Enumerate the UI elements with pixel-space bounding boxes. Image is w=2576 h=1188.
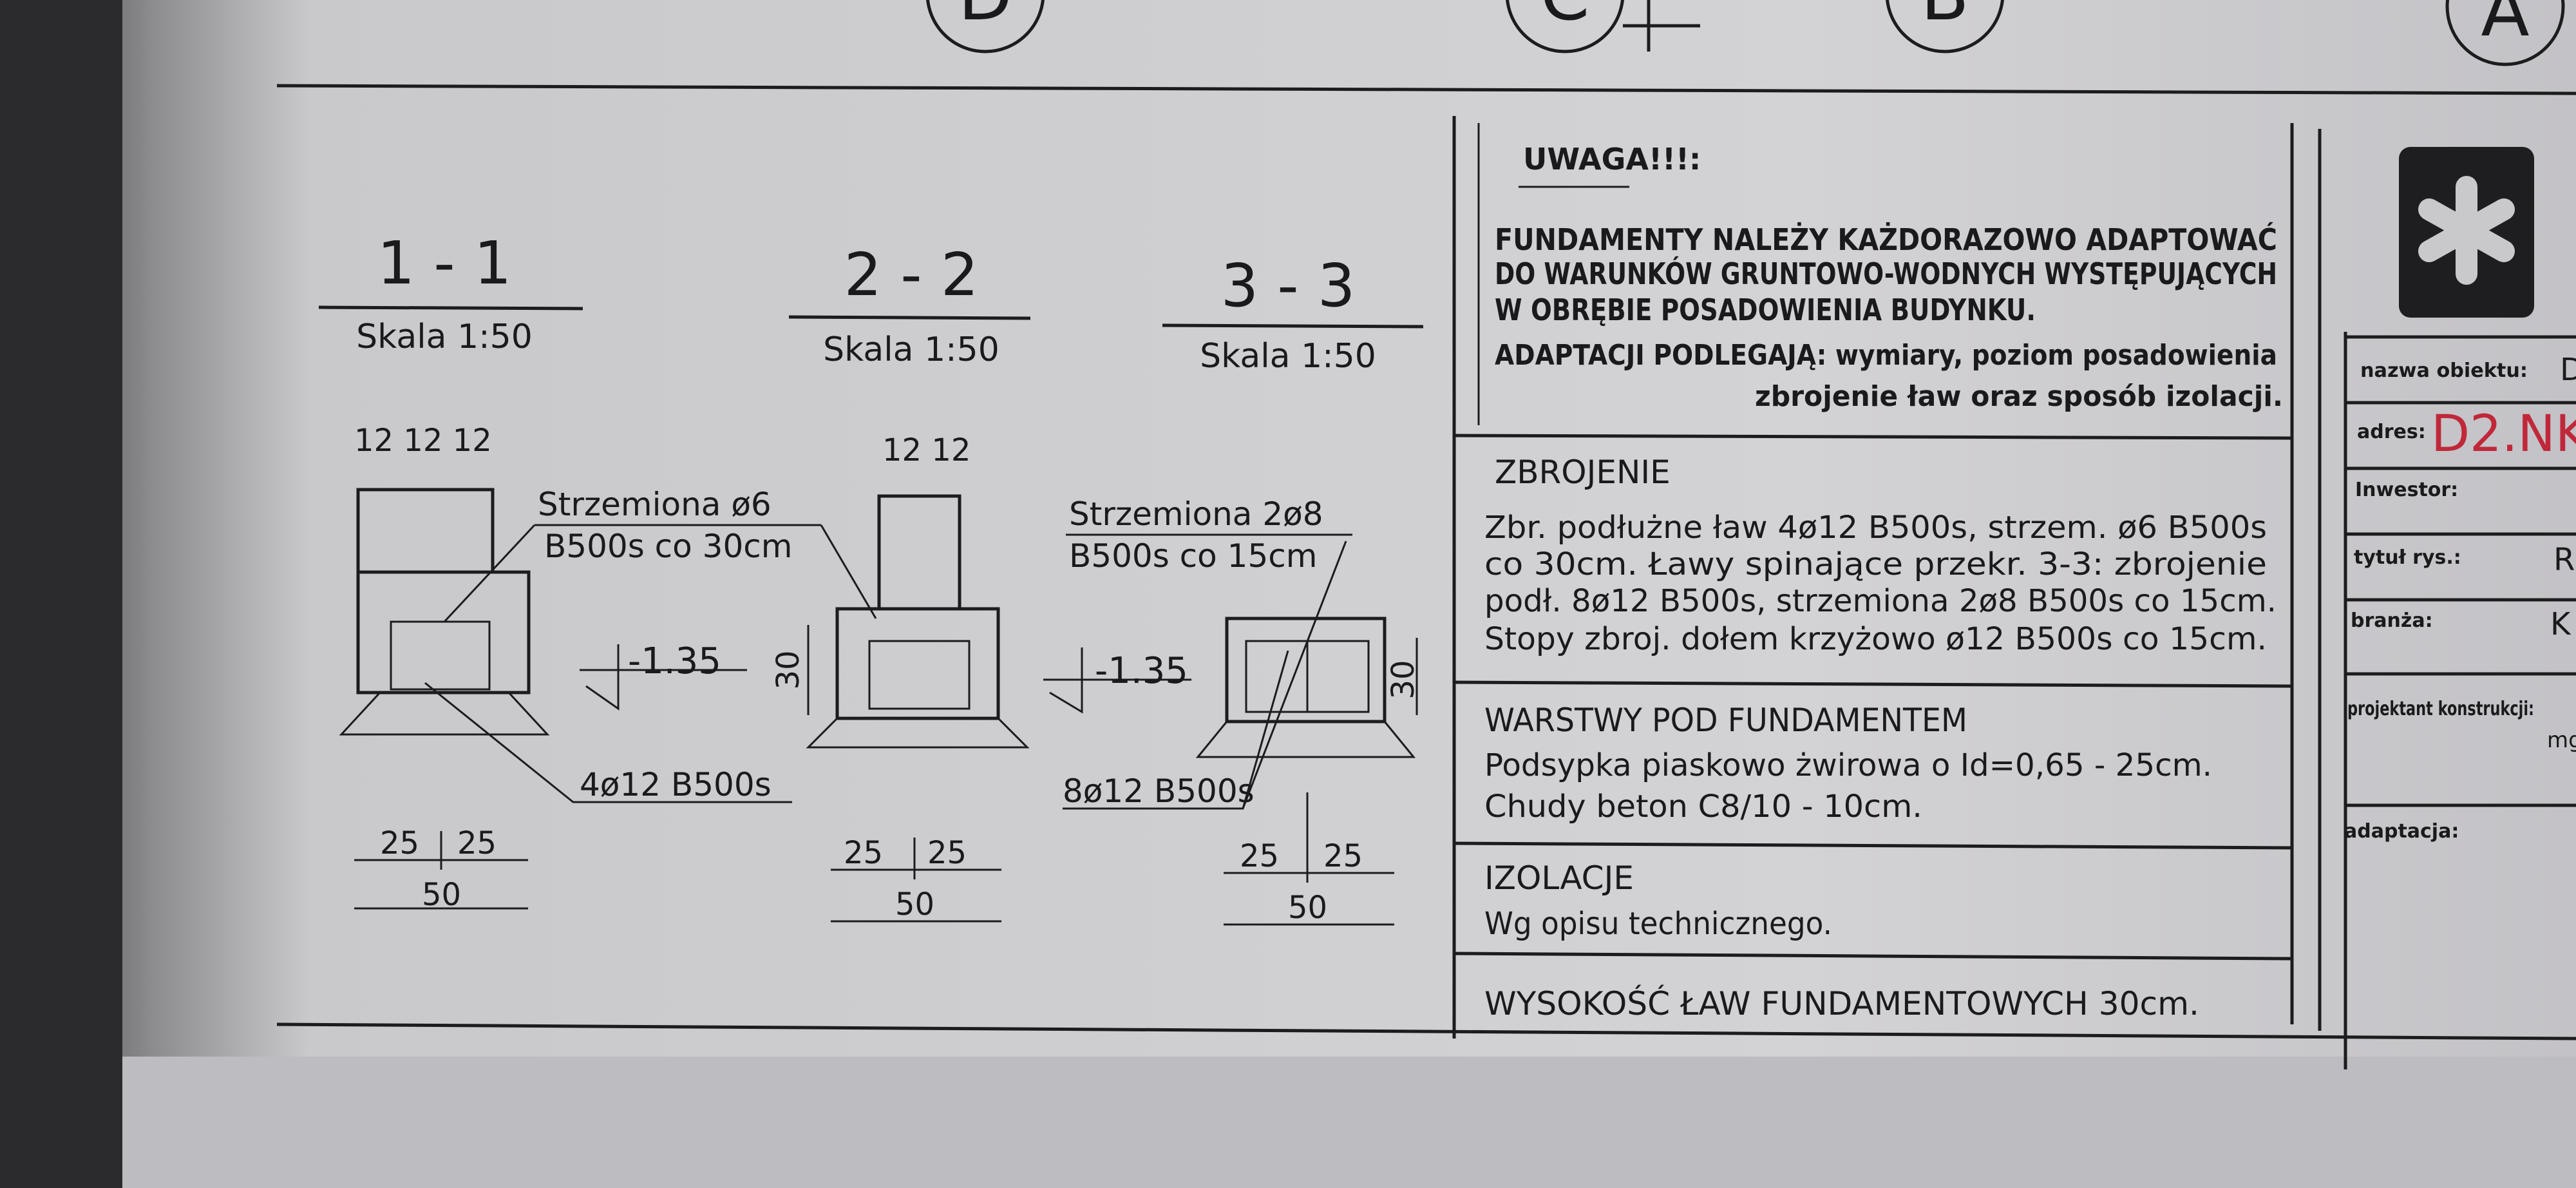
stirrups-label: Strzemiona 2ø8: [1069, 495, 1323, 533]
label-adaptacja: adaptacja:: [2344, 820, 2459, 843]
dim-right: 25: [1323, 838, 1363, 874]
izolacje-heading: IZOLACJE: [1484, 859, 1634, 897]
frame-bottom-line: [276, 1022, 2576, 1040]
dim-total: 50: [1288, 890, 1327, 926]
note-line: Wg opisu technicznego.: [1484, 906, 1832, 942]
top-dimension: 12 12 12: [354, 423, 492, 459]
axis-bubble-c: [1506, 0, 1624, 53]
dim-total: 50: [895, 886, 934, 923]
lean-concrete: [806, 717, 1030, 749]
top-dimension: 12 12: [882, 432, 971, 468]
axis-label-c: C: [1540, 0, 1590, 36]
label-branza: branża:: [2351, 609, 2433, 632]
level-mark: -1.35: [628, 640, 721, 682]
rebar-cage: [1245, 640, 1370, 713]
lean-concrete: [339, 691, 550, 736]
frame-top-line: [276, 84, 2576, 95]
section-scale: Skala 1:50: [356, 318, 533, 356]
rebar-cage: [390, 620, 491, 691]
dim-left: 25: [1240, 838, 1279, 874]
section-title: 2 - 2: [844, 240, 979, 309]
stirrups-label: Strzemiona ø6: [538, 486, 772, 523]
label-inwestor: Inwestor:: [2355, 479, 2458, 501]
note-line: Podsypka piaskowo żwirowa o Id=0,65 - 25…: [1484, 747, 2212, 783]
dim-left: 25: [844, 835, 883, 871]
section-2-2: 2 - 2 Skala 1:50 12 12 30 25 25 50: [770, 240, 1031, 923]
zbrojenie-heading: ZBROJENIE: [1495, 454, 1671, 491]
section-1-1: 1 - 1 Skala 1:50 12 12 12 Strzemiona ø6 …: [318, 229, 877, 913]
notes-table: UWAGA!!!: FUNDAMENTY NALEŻY KAŻDORAZOWO …: [1452, 116, 2294, 1039]
screen-bezel: [0, 0, 122, 1188]
value-adres-handwritten: D2.NK: [2431, 405, 2576, 463]
value-projektant: mg nr: [2547, 727, 2576, 753]
warstwy-heading: WARSTWY POD FUNDAMENTEM: [1484, 702, 1967, 739]
axis-cross-icon: [1623, 0, 1700, 52]
axis-label-a: A: [2481, 0, 2529, 52]
dim-right: 25: [457, 825, 497, 861]
asterisk-glyph: [2418, 176, 2515, 285]
height-dim: 30: [1385, 660, 1421, 699]
note-line: Chudy beton C8/10 - 10cm.: [1484, 789, 1922, 825]
footing: [356, 570, 531, 695]
wysokosc-heading: WYSOKOŚĆ ŁAW FUNDAMENTOWYCH 30cm.: [1484, 984, 2199, 1022]
level-mark: -1.35: [1095, 650, 1188, 692]
label-adres: adres:: [2357, 421, 2426, 443]
note-line: DO WARUNKÓW GRUNTOWO-WODNYCH WYSTĘPUJĄCY…: [1495, 256, 2277, 291]
label-projektant: projektant konstrukcji:: [2347, 698, 2534, 720]
lean-concrete: [1195, 720, 1416, 758]
bars-label: 8ø12 B500s: [1063, 772, 1255, 810]
section-scale: Skala 1:50: [823, 331, 999, 369]
value-branza: K: [2550, 606, 2571, 642]
section-3-3: 3 - 3 Skala 1:50 Strzemiona 2ø8 B500s co…: [1043, 251, 1424, 926]
note-line: Stopy zbroj. dołem krzyżowo ø12 B500s co…: [1484, 621, 2267, 657]
note-line: ADAPTACJI PODLEGAJĄ: wymiary, poziom pos…: [1495, 339, 2277, 372]
stirrups-spec: B500s co 30cm: [544, 528, 792, 565]
dim-total: 50: [422, 877, 461, 913]
label-tytul-rysunku: tytuł rys.:: [2354, 546, 2461, 569]
grid-axis-bubbles: D C B A: [926, 0, 2565, 66]
section-title: 1 - 1: [377, 229, 512, 298]
stirrups-spec: B500s co 15cm: [1069, 537, 1317, 575]
note-line: W OBRĘBIE POSADOWIENIA BUDYNKU.: [1495, 292, 2036, 327]
rebar-cage: [868, 640, 971, 710]
lower-margin: [0, 1057, 2576, 1188]
axis-bubble-d: [926, 0, 1045, 53]
value-nazwa-obiektu: D: [2560, 352, 2576, 388]
dim-right: 25: [927, 835, 967, 871]
axis-label-b: B: [1920, 0, 1969, 36]
dim-left: 25: [380, 825, 419, 861]
label-nazwa-obiektu: nazwa obiektu:: [2360, 359, 2528, 382]
uwagi-heading: UWAGA!!!:: [1523, 142, 1701, 177]
axis-bubble-a: [2445, 0, 2565, 66]
bars-label: 4ø12 B500s: [580, 766, 772, 803]
note-line: podł. 8ø12 B500s, strzemiona 2ø8 B500s c…: [1484, 583, 2277, 619]
note-line: FUNDAMENTY NALEŻY KAŻDORAZOWO ADAPTOWAĆ: [1495, 222, 2277, 257]
axis-label-d: D: [958, 0, 1013, 36]
height-dim: 30: [770, 650, 806, 689]
section-scale: Skala 1:50: [1200, 337, 1376, 376]
note-line: Zbr. podłużne ław 4ø12 B500s, strzem. ø6…: [1484, 510, 2267, 546]
note-line: co 30cm. Ławy spinające przekr. 3-3: zbr…: [1484, 546, 2267, 582]
note-line: zbrojenie ław oraz sposób izolacji.: [1755, 380, 2283, 413]
title-block: nazwa obiektu: D adres: D2.NK Inwestor: …: [2318, 129, 2576, 1069]
axis-bubble-b: [1886, 0, 2004, 53]
section-title: 3 - 3: [1221, 251, 1356, 320]
value-tytul-rysunku: R: [2553, 542, 2575, 578]
